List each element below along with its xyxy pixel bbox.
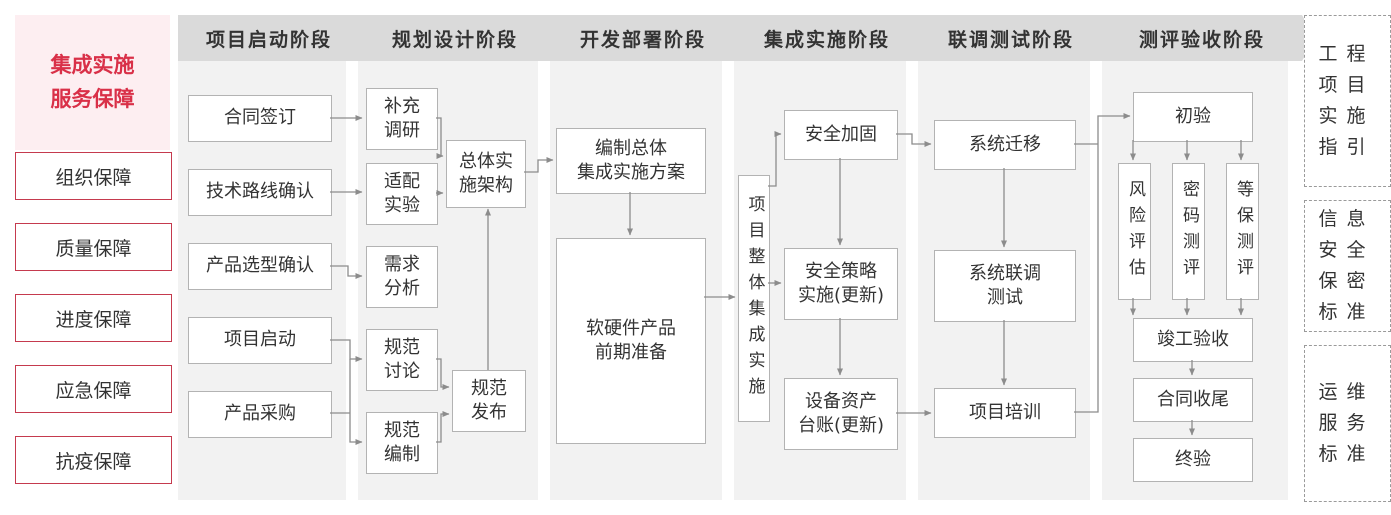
sidebar-item-emergency: 应急保障 (15, 365, 172, 413)
sidebar-item-progress: 进度保障 (15, 294, 172, 342)
standard-label-om-service: 运维服务标准 (1318, 381, 1375, 465)
node-system-migration: 系统迁移 (934, 120, 1076, 170)
node-product-preparation: 软硬件产品 前期准备 (556, 238, 706, 444)
node-contract-closure: 合同收尾 (1133, 378, 1253, 422)
node-project-kickoff: 项目启动 (188, 317, 332, 364)
node-asset-ledger: 设备资产 台账(更新) (784, 378, 898, 450)
node-mlps-evaluation: 等保测评 (1226, 163, 1259, 300)
standard-box-infosec: 信息安全保密标准 (1304, 200, 1391, 332)
standard-label-engineering-guide: 工程项目实施指引 (1318, 43, 1375, 158)
sidebar-item-quality: 质量保障 (15, 223, 172, 271)
node-requirement-analysis: 需求 分析 (366, 246, 438, 308)
node-adaptation-experiment: 适配 实验 (366, 163, 438, 225)
standard-label-infosec: 信息安全保密标准 (1318, 208, 1375, 323)
node-tech-route-confirm: 技术路线确认 (188, 169, 332, 216)
node-joint-debug-test: 系统联调 测试 (934, 250, 1076, 322)
phase-header-planning-design: 规划设计阶段 (358, 15, 566, 61)
standard-box-engineering-guide: 工程项目实施指引 (1304, 15, 1391, 187)
node-security-hardening: 安全加固 (784, 110, 898, 160)
sidebar-title: 集成实施 服务保障 (15, 15, 170, 150)
phase-header-integration: 集成实施阶段 (734, 15, 934, 61)
phase-header-acceptance: 测评验收阶段 (1102, 15, 1316, 61)
sidebar-item-epidemic: 抗疫保障 (15, 436, 172, 484)
phase-header-joint-test: 联调测试阶段 (918, 15, 1118, 61)
node-product-procurement: 产品采购 (188, 391, 332, 438)
phase-header-kickoff: 项目启动阶段 (178, 15, 374, 61)
standard-box-om-service: 运维服务标准 (1304, 345, 1391, 502)
node-completion-acceptance: 竣工验收 (1133, 318, 1253, 362)
node-initial-acceptance: 初验 (1133, 92, 1253, 142)
node-spec-discussion: 规范 讨论 (366, 329, 438, 391)
node-spec-release: 规范 发布 (452, 370, 526, 432)
node-overall-architecture: 总体实 施架构 (446, 140, 526, 208)
node-spec-compilation: 规范 编制 (366, 412, 438, 474)
node-overall-plan: 编制总体 集成实施方案 (556, 128, 706, 194)
node-overall-integration: 项目整体集成实施 (738, 175, 770, 422)
node-project-training: 项目培训 (934, 388, 1076, 438)
node-supplementary-research: 补充 调研 (366, 88, 438, 150)
node-contract-signing: 合同签订 (188, 95, 332, 142)
node-security-policy: 安全策略 实施(更新) (784, 248, 898, 320)
node-product-selection-confirm: 产品选型确认 (188, 243, 332, 290)
node-crypto-evaluation: 密码测评 (1172, 163, 1205, 300)
node-final-acceptance: 终验 (1133, 438, 1253, 482)
sidebar-item-organization: 组织保障 (15, 152, 172, 200)
node-risk-assessment: 风险评估 (1118, 163, 1151, 300)
phase-header-dev-deploy: 开发部署阶段 (550, 15, 750, 61)
